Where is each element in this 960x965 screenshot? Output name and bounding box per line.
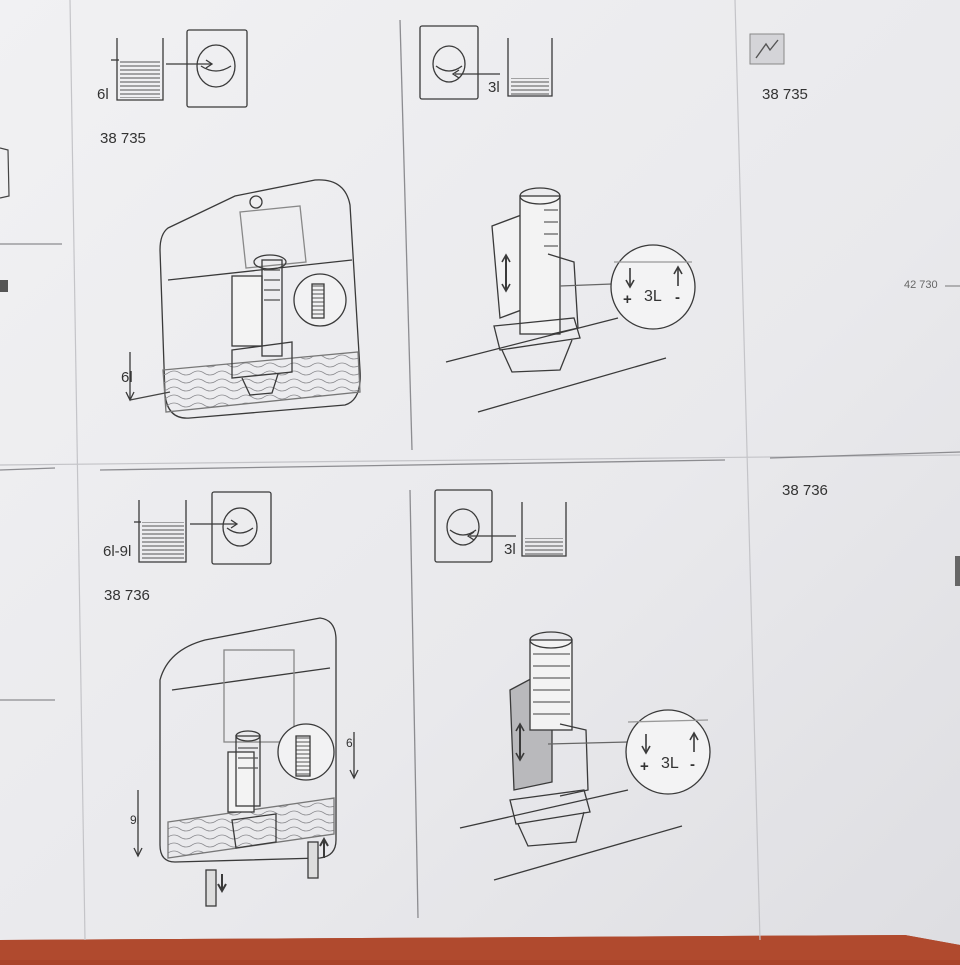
part-number: 42 730 (904, 279, 938, 291)
model-number: 38 735 (762, 86, 808, 103)
model-number: 38 736 (782, 482, 828, 499)
volume-label: 6l-9l (103, 543, 132, 560)
volume-label: 6l (97, 86, 109, 103)
water-level-label: 6l (121, 369, 133, 386)
page-ref-icon (749, 33, 785, 65)
flush-button-plate-icon (190, 491, 272, 565)
panel-bottom-middle (434, 489, 711, 881)
tool-icon (755, 39, 779, 59)
volume-label: 3l (504, 541, 516, 558)
cistern-drawing (133, 617, 359, 907)
adjust-magnifier (610, 244, 696, 330)
cistern-drawing (125, 179, 361, 419)
minus-sign: - (690, 756, 695, 773)
water-level-low-label: 9l (130, 813, 140, 827)
left-edge-fragment (0, 147, 10, 292)
plus-sign: + (623, 291, 632, 308)
flush-button-small-icon (419, 25, 500, 100)
model-number: 38 735 (100, 130, 146, 147)
flush-volume-setting: 3L (644, 288, 662, 305)
panel-top-right (749, 33, 960, 586)
flush-volume-setting: 3L (661, 755, 679, 772)
model-number: 38 736 (104, 587, 150, 604)
volume-label: 3l (488, 79, 500, 96)
flush-button-plate-icon (166, 29, 248, 108)
beaker-low-icon (521, 502, 567, 557)
panel-dividers (0, 19, 960, 919)
flush-valve-drawing (445, 187, 696, 413)
water-level-high-label: 6l (346, 736, 356, 750)
flush-valve-drawing (459, 631, 711, 881)
panel-bottom-left (133, 491, 359, 907)
minus-sign: - (675, 289, 680, 306)
panel-top-middle (419, 25, 696, 413)
paper-sheet (0, 0, 960, 945)
plus-sign: + (640, 758, 649, 775)
beaker-full-icon (134, 500, 187, 563)
panel-top-left (111, 29, 361, 419)
adjust-magnifier (625, 709, 711, 795)
beaker-full-icon (111, 38, 164, 101)
flush-button-small-icon (434, 489, 516, 563)
beaker-low-icon (507, 38, 553, 97)
